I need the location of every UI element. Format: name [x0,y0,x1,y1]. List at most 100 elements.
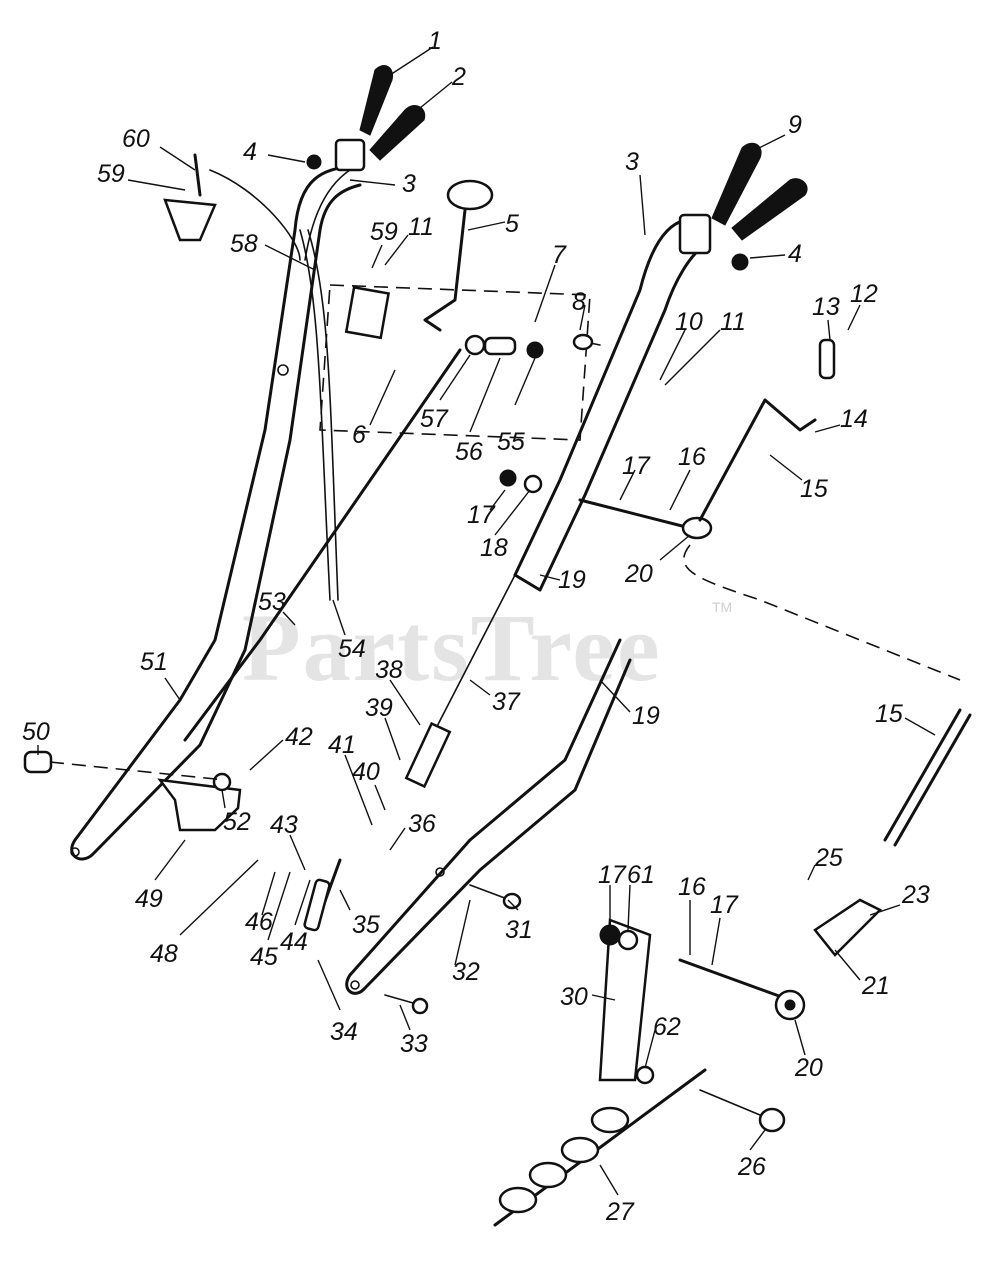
callout-label: 17 [622,452,651,480]
callout-59: 59 [370,218,398,269]
nut-17 [499,469,517,487]
callout-61: 61 [627,861,655,931]
callout-label: 9 [788,111,802,139]
callout-label: 59 [370,218,398,246]
bracket-30 [598,918,652,1082]
callout-label: 15 [875,700,903,728]
callout-label: 31 [505,916,533,944]
callout-label: 17 [710,891,739,919]
callout-27: 27 [599,1164,635,1226]
callout-label: 33 [400,1030,428,1058]
callout-54: 54 [332,599,366,663]
callout-1: 1 [389,27,442,76]
right-lower-handle-bar [345,638,632,995]
spring-60 [193,153,202,197]
callout-label: 51 [140,648,168,676]
callout-label: 61 [627,861,655,889]
callout-label: 4 [243,138,257,166]
callout-8: 8 [572,288,586,331]
cable [299,229,331,601]
callout-label: 25 [814,844,843,872]
callout-41: 41 [328,731,373,826]
callout-label: 46 [245,908,273,936]
callout-19: 19 [599,679,660,730]
callout-label: 54 [338,635,366,663]
callout-26: 26 [737,1129,766,1181]
callout-label: 58 [230,230,258,258]
callout-label: 10 [675,308,703,336]
callout-label: 45 [250,943,278,971]
callout-label: 35 [352,911,380,939]
right-upper-handle-bar [513,213,712,592]
callout-label: 14 [840,405,868,433]
callout-10: 10 [659,308,703,381]
callout-16: 16 [669,443,706,511]
watermark: PartsTree [242,594,662,701]
watermark-trademark: TM [712,599,732,615]
callout-19: 19 [539,566,586,594]
washer-18 [523,474,543,494]
callout-57: 57 [420,354,471,433]
callout-label: 56 [455,438,483,466]
callout-30: 30 [560,983,616,1011]
callout-20: 20 [794,1019,823,1082]
cable [307,229,339,601]
callout-label: 11 [408,213,434,241]
callout-23: 23 [869,881,930,916]
callout-18: 18 [480,489,531,562]
bolt-8-head [572,333,594,351]
callout-label: 39 [365,694,393,722]
callout-21: 21 [834,949,890,1000]
callout-label: 37 [492,688,521,716]
callout-label: 23 [901,881,930,909]
callout-38: 38 [375,656,421,726]
callout-label: 26 [737,1153,766,1181]
right-grips [711,142,808,241]
callout-13: 13 [812,293,840,341]
callout-label: 40 [352,758,380,786]
callout-label: 43 [270,811,298,839]
plate-49 [157,772,242,832]
callout-label: 18 [480,534,508,562]
callout-label: 15 [800,475,828,503]
callout-44: 44 [280,879,311,956]
callout-label: 16 [678,443,706,471]
callout-label: 44 [280,928,308,956]
callout-17: 17 [710,891,739,966]
cable-upper [304,169,351,261]
callout-9: 9 [754,111,802,151]
callout-53: 53 [258,588,296,626]
callout-33: 33 [399,1004,428,1058]
callout-16: 16 [678,873,706,955]
dash-50 [49,761,226,781]
callout-55: 55 [497,357,536,456]
rod-38 [404,721,452,789]
callout-48: 48 [150,859,259,968]
callout-label: 42 [285,723,313,751]
callout-20: 20 [624,534,691,588]
callout-label: 57 [420,405,449,433]
callout-42: 42 [249,723,313,771]
left-grips [334,65,426,172]
callout-label: 36 [408,810,436,838]
callout-label: 52 [223,808,251,836]
callout-14: 14 [814,405,868,433]
callout-label: 49 [135,885,163,913]
callout-39: 39 [365,694,401,761]
eyebolt-lower [678,958,806,1021]
callout-17: 17 [619,452,651,501]
callout-label: 38 [375,656,403,684]
callout-50: 50 [22,718,50,755]
eyebolt-upper [578,498,713,540]
callout-4: 4 [749,240,802,268]
callout-40: 40 [352,758,386,811]
rod-53 [183,348,462,742]
washer-62 [635,1065,655,1085]
callout-49: 49 [135,839,186,913]
callout-15: 15 [769,454,828,503]
nut-55 [526,341,544,359]
callout-label: 19 [632,702,660,730]
callout-label: 2 [451,63,466,91]
callout-25: 25 [807,844,843,881]
callout-43: 43 [270,811,306,871]
